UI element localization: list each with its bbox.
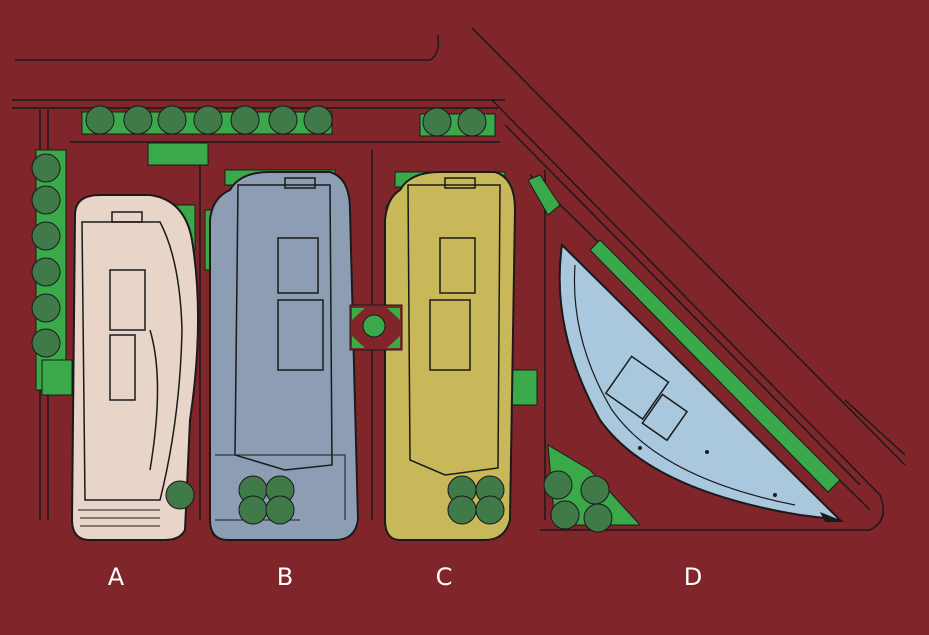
diagonal-green-strip: [589, 239, 841, 493]
building-label-d: D: [684, 563, 702, 591]
building-label-b: B: [277, 563, 293, 591]
tree-icon: [268, 105, 298, 135]
tree-icon: [31, 185, 61, 215]
tree-icon: [31, 293, 61, 323]
tree-icon: [583, 503, 613, 533]
building-label-a: A: [108, 563, 125, 591]
building-d[interactable]: [558, 242, 845, 522]
tree-icon: [580, 475, 610, 505]
building-label-c: C: [436, 563, 453, 591]
tree-icon: [123, 105, 153, 135]
trees: [31, 105, 613, 533]
tree-icon: [422, 107, 452, 137]
building-a[interactable]: [70, 194, 199, 541]
diagonal-green-strip-2: [527, 174, 561, 216]
left-green-bottom: [41, 359, 73, 396]
building-b[interactable]: [209, 171, 360, 541]
tree-icon: [230, 105, 260, 135]
tree-icon: [31, 328, 61, 358]
tree-icon: [85, 105, 115, 135]
building-c[interactable]: [384, 171, 517, 541]
tree-icon: [475, 495, 505, 525]
tree-icon: [543, 470, 573, 500]
tree-icon: [457, 107, 487, 137]
tree-icon: [238, 495, 268, 525]
center-green: [147, 142, 209, 166]
tree-icon: [447, 495, 477, 525]
roundabout-icon: [349, 304, 403, 351]
tree-icon: [157, 105, 187, 135]
tree-icon: [303, 105, 333, 135]
tree-icon: [31, 221, 61, 251]
tree-icon: [165, 480, 195, 510]
tree-icon: [265, 495, 295, 525]
tree-icon: [193, 105, 223, 135]
tree-icon: [31, 257, 61, 287]
tree-icon: [31, 153, 61, 183]
tree-icon: [550, 500, 580, 530]
